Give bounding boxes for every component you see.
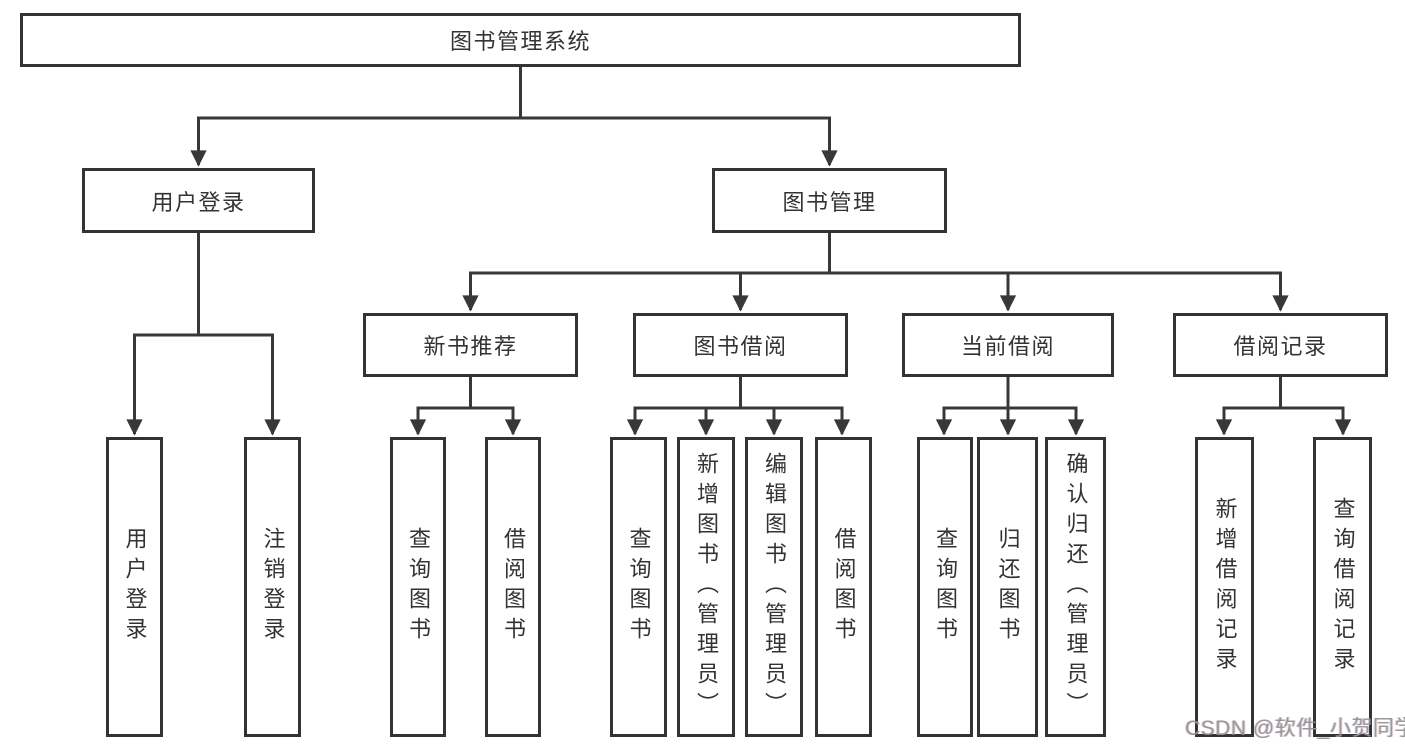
leaf-label: 编辑图书（管理员） (762, 452, 787, 722)
node-new-book-recommend: 新书推荐 (363, 313, 578, 377)
leaf-query-borrow-record: 查询借阅记录 (1313, 437, 1372, 737)
leaf-label: 归还图书 (995, 527, 1021, 647)
node-library-management-system: 图书管理系统 (20, 13, 1021, 67)
leaf-confirm-return-admin: 确认归还（管理员） (1045, 437, 1106, 737)
leaf-label: 注销登录 (260, 527, 286, 647)
node-label: 当前借阅 (960, 334, 1055, 359)
leaf-label: 借阅图书 (831, 527, 857, 647)
leaf-label: 用户登录 (122, 527, 148, 647)
leaf-query-books-borrow: 查询图书 (610, 437, 667, 737)
leaf-return-books: 归还图书 (977, 437, 1038, 737)
leaf-user-login: 用户登录 (106, 437, 163, 737)
node-book-borrowing: 图书借阅 (633, 313, 848, 377)
node-borrowing-records: 借阅记录 (1173, 313, 1388, 377)
leaf-label: 新增图书（管理员） (694, 452, 719, 722)
node-label: 新书推荐 (423, 334, 518, 359)
node-label: 借阅记录 (1233, 334, 1328, 359)
node-label: 图书管理 (782, 189, 877, 215)
leaf-label: 借阅图书 (501, 527, 526, 647)
node-book-management: 图书管理 (712, 168, 947, 233)
node-user-login: 用户登录 (82, 168, 315, 233)
leaf-borrow-books: 借阅图书 (815, 437, 872, 737)
leaf-add-borrow-record: 新增借阅记录 (1195, 437, 1254, 737)
leaf-borrow-books-recommend: 借阅图书 (485, 437, 541, 737)
leaf-label: 查询图书 (626, 527, 652, 647)
leaf-edit-books-admin: 编辑图书（管理员） (745, 437, 803, 737)
leaf-query-books-current: 查询图书 (917, 437, 973, 737)
leaf-label: 确认归还（管理员） (1063, 452, 1089, 722)
leaf-label: 新增借阅记录 (1212, 497, 1238, 677)
node-current-borrowing: 当前借阅 (902, 313, 1114, 377)
leaf-add-books-admin: 新增图书（管理员） (677, 437, 735, 737)
csdn-watermark: CSDN @软件_小贺同学 (1185, 717, 1405, 740)
node-label: 图书借阅 (693, 334, 788, 359)
leaf-logout: 注销登录 (244, 437, 301, 737)
leaf-query-books-recommend: 查询图书 (390, 437, 446, 737)
node-label: 图书管理系统 (449, 29, 591, 54)
node-label: 用户登录 (151, 189, 246, 215)
leaf-label: 查询借阅记录 (1330, 497, 1356, 677)
leaf-label: 查询图书 (933, 527, 958, 647)
leaf-label: 查询图书 (406, 527, 431, 647)
